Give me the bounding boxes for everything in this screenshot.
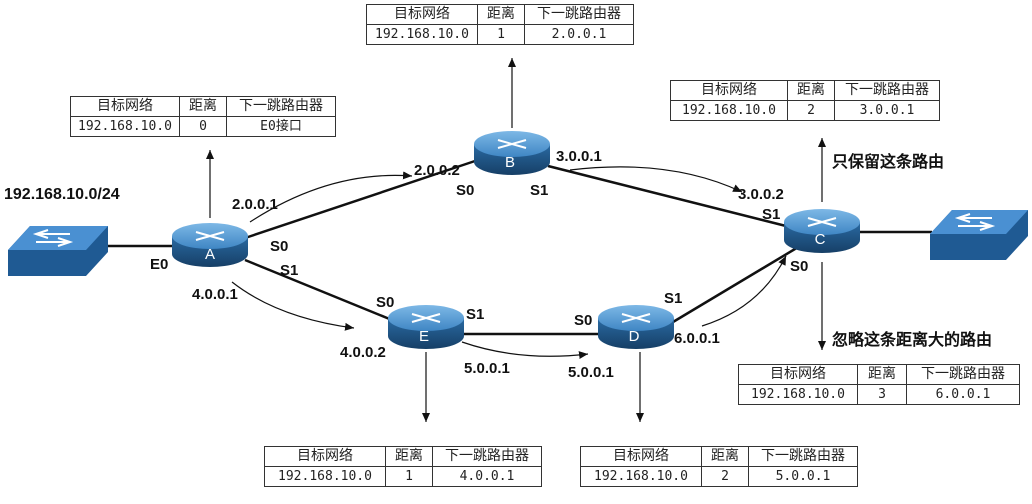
note-keep-route: 只保留这条路由: [832, 152, 945, 171]
update-arrows: [206, 58, 826, 422]
cell-dest: 192.168.10.0: [738, 384, 858, 405]
header-next: 下一跳路由器: [906, 364, 1020, 385]
header-dist: 距离: [385, 446, 433, 467]
interface-A-S0: S0: [270, 238, 289, 255]
interface-C-S0: S0: [790, 258, 809, 275]
cell-dest: 192.168.10.0: [70, 116, 180, 137]
arrow-B-to-C: [569, 166, 743, 193]
ip-D-S1: 6.0.0.1: [674, 330, 720, 347]
arrow-A-to-E: [231, 281, 355, 331]
cell-next: 5.0.0.1: [748, 466, 858, 487]
router-D-label: D: [629, 328, 640, 345]
cell-dist: 2: [787, 100, 835, 121]
header-next: 下一跳路由器: [226, 96, 336, 117]
interface-E-S0: S0: [376, 294, 395, 311]
cell-dest: 192.168.10.0: [670, 100, 788, 121]
header-dist: 距离: [179, 96, 227, 117]
cell-next: 3.0.0.1: [834, 100, 940, 121]
router-D-icon: D: [598, 305, 674, 349]
cell-next: 2.0.0.1: [524, 24, 634, 45]
note-ignore-route: 忽略这条距离大的路由: [832, 330, 993, 349]
link-B-C: [547, 164, 787, 228]
header-dest: 目标网络: [366, 4, 478, 25]
ip-A-S1: 4.0.0.1: [192, 286, 238, 303]
cell-dist: 1: [477, 24, 525, 45]
header-dist: 距离: [701, 446, 749, 467]
header-dest: 目标网络: [670, 80, 788, 101]
ip-A-S0: 2.0.0.1: [232, 196, 278, 213]
header-dist: 距离: [477, 4, 525, 25]
cell-next: E0接口: [226, 116, 336, 137]
interface-C-S1: S1: [762, 206, 781, 223]
cell-next: 4.0.0.1: [432, 466, 542, 487]
interface-B-S0: S0: [456, 182, 475, 199]
router-B-label: B: [505, 154, 515, 171]
arrow-D-to-C: [701, 255, 787, 327]
link-A-E: [244, 258, 393, 322]
header-dest: 目标网络: [70, 96, 180, 117]
cell-dist: 2: [701, 466, 749, 487]
header-dest: 目标网络: [264, 446, 386, 467]
router-B-icon: B: [474, 131, 550, 175]
header-dist: 距离: [787, 80, 835, 101]
header-next: 下一跳路由器: [524, 4, 634, 25]
ip-B-S1: 3.0.0.1: [556, 148, 602, 165]
interface-D-S1: S1: [664, 290, 683, 307]
cell-next: 6.0.0.1: [906, 384, 1020, 405]
router-A-label: A: [205, 246, 215, 263]
arrow-E-to-D: [461, 341, 589, 360]
router-E-icon: E: [388, 305, 464, 349]
cell-dist: 0: [179, 116, 227, 137]
header-dest: 目标网络: [580, 446, 702, 467]
link-A-B: [244, 158, 479, 240]
router-E-label: E: [419, 328, 429, 345]
interface-A-S1: S1: [280, 262, 299, 279]
header-dist: 距离: [857, 364, 907, 385]
links: [108, 158, 932, 336]
arrow-A-to-B: [249, 171, 413, 223]
header-next: 下一跳路由器: [432, 446, 542, 467]
router-C-label: C: [815, 231, 826, 248]
cell-dest: 192.168.10.0: [366, 24, 478, 45]
cell-dest: 192.168.10.0: [264, 466, 386, 487]
header-dest: 目标网络: [738, 364, 858, 385]
interface-B-S1: S1: [530, 182, 549, 199]
cell-dest: 192.168.10.0: [580, 466, 702, 487]
cell-dist: 3: [857, 384, 907, 405]
interface-E-S1: S1: [466, 306, 485, 323]
interface-A-E0: E0: [150, 256, 169, 273]
header-next: 下一跳路由器: [834, 80, 940, 101]
interface-D-S0: S0: [574, 312, 593, 329]
router-C-icon: C: [784, 209, 860, 253]
ip-B-S0: 2.0.0.2: [414, 162, 460, 179]
ip-E-S1: 5.0.0.1: [464, 360, 510, 377]
ip-D-S0: 5.0.0.1: [568, 364, 614, 381]
header-next: 下一跳路由器: [748, 446, 858, 467]
switch-left-icon: [8, 226, 108, 276]
link-D-C: [667, 244, 801, 327]
network-label: 192.168.10.0/24: [4, 186, 120, 203]
router-A-icon: A: [172, 223, 248, 267]
switch-right-icon: [930, 210, 1028, 260]
cell-dist: 1: [385, 466, 433, 487]
ip-C-S1: 3.0.0.2: [738, 186, 784, 203]
ip-E-S0: 4.0.0.2: [340, 344, 386, 361]
